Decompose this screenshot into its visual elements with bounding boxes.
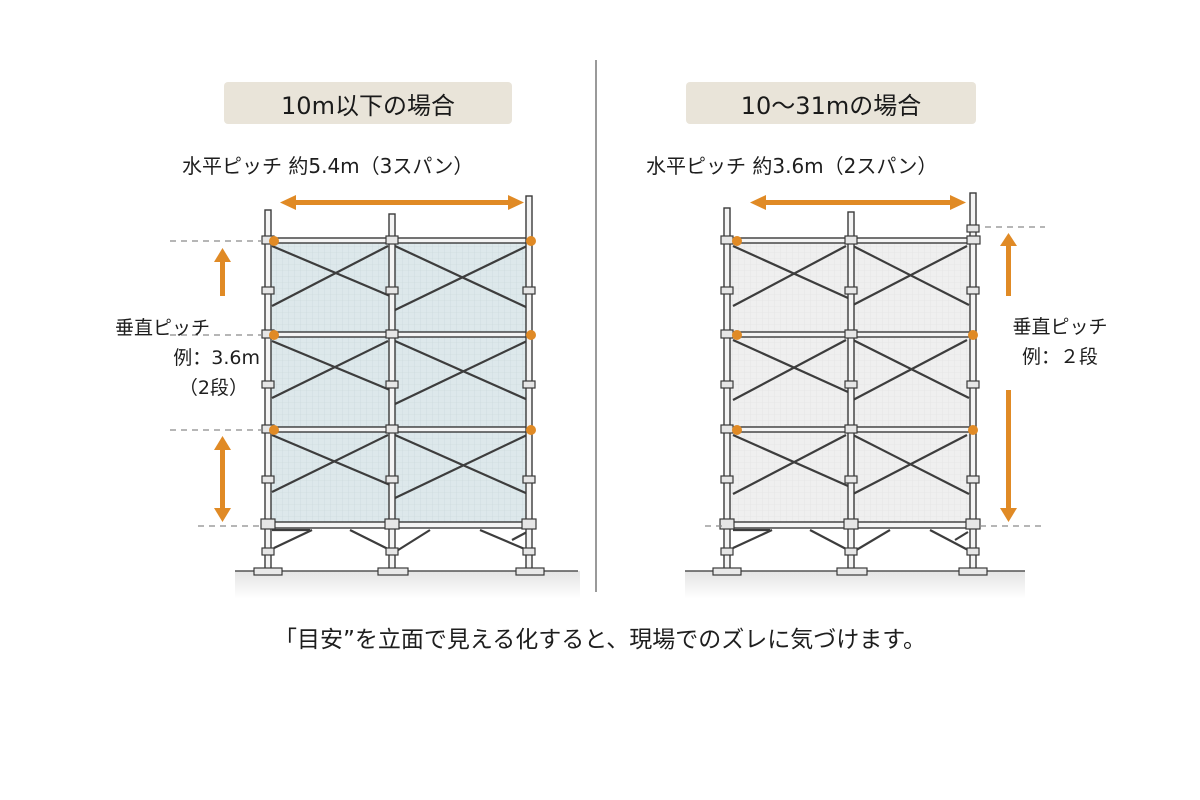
right-vertical-pitch-line1: 垂直ピッチ	[1012, 316, 1108, 338]
right-vertical-pitch-label: 垂直ピッチ 例：２段	[990, 312, 1130, 372]
left-scaffold	[170, 195, 580, 599]
joint-marker-icons	[269, 236, 536, 435]
left-panel-title: 10m以下の場合	[224, 82, 512, 124]
vertical-up-arrow-icon-right	[1000, 233, 1017, 296]
left-vertical-pitch-line2: 例：3.6m	[173, 347, 260, 369]
right-title-text: 10〜31mの場合	[740, 91, 922, 120]
panel-divider	[595, 60, 597, 592]
right-vertical-pitch-line2: 例：２段	[1021, 346, 1098, 368]
vertical-down-arrow-icon-right	[1000, 390, 1017, 522]
horizontal-double-arrow-icon	[280, 195, 524, 210]
left-horizontal-pitch-label: 水平ピッチ 約5.4m（3スパン）	[182, 154, 474, 178]
left-vertical-pitch-line3: （2段）	[178, 377, 248, 399]
right-scaffold	[685, 192, 1045, 599]
right-horizontal-pitch-label: 水平ピッチ 約3.6m（2スパン）	[646, 154, 938, 178]
left-vertical-pitch-label: 垂直ピッチ 例：3.6m （2段）	[115, 313, 268, 403]
vertical-double-arrow-icon	[214, 436, 231, 522]
left-vertical-pitch-line1: 垂直ピッチ	[115, 317, 211, 339]
joint-marker-icons-right	[732, 236, 978, 435]
vertical-up-arrow-icon	[214, 248, 231, 296]
horizontal-double-arrow-icon-right	[750, 195, 966, 210]
caption: 「目安”を立面で見える化すると、現場でのズレに気づけます。	[273, 627, 926, 653]
right-panel-title: 10〜31mの場合	[686, 82, 976, 124]
left-title-text: 10m以下の場合	[281, 91, 455, 120]
